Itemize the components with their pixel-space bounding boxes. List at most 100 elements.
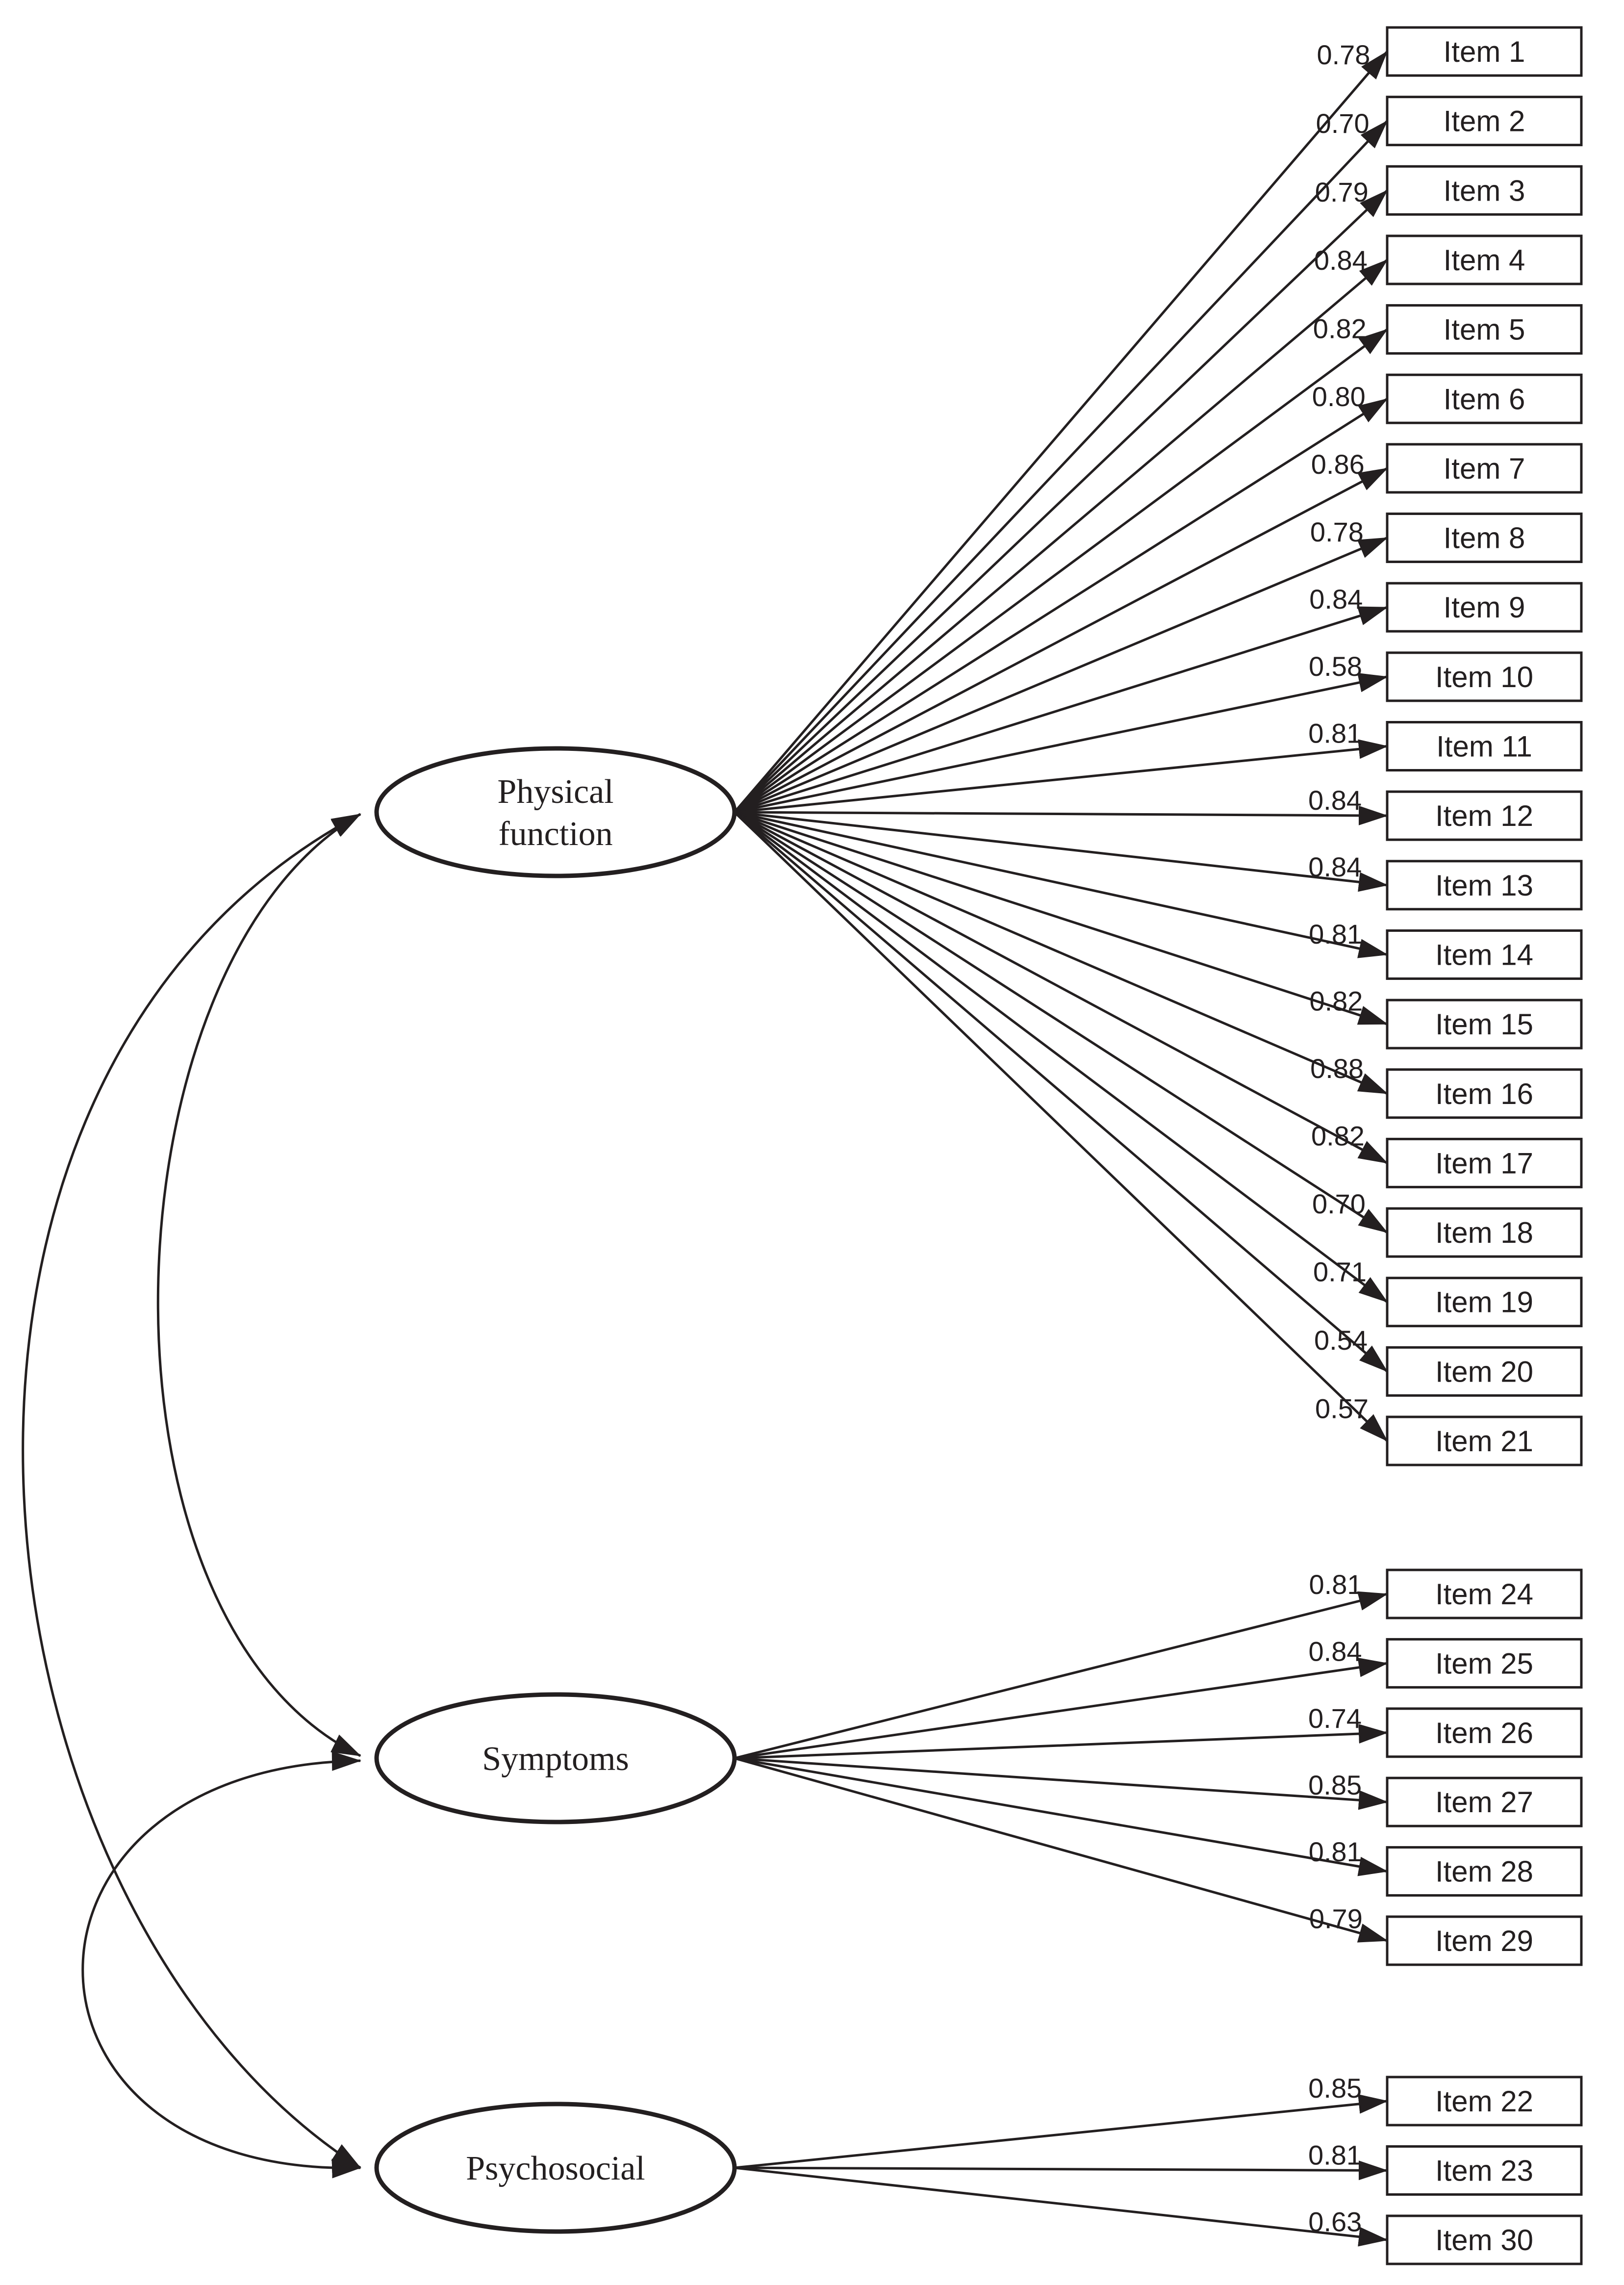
- item-box-item-13: Item 13: [1386, 860, 1583, 911]
- loading-value-item-18: 0.70: [1312, 1188, 1366, 1219]
- item-label: Item 20: [1435, 1355, 1533, 1388]
- correlation-arc-pf-sy: [156, 813, 361, 1757]
- loading-path-item-23: [734, 2160, 1388, 2181]
- loading-path-item-30: [734, 2166, 1388, 2247]
- loading-path-item-17: [734, 811, 1388, 1164]
- item-box-item-6: Item 6: [1386, 373, 1583, 424]
- loading-path-item-19: [734, 811, 1388, 1303]
- item-box-outline: [1386, 999, 1583, 1050]
- item-box-outline: [1386, 234, 1583, 285]
- loading-path-item-22: [734, 2094, 1388, 2169]
- item-box-item-24: Item 24: [1386, 1568, 1583, 1619]
- item-label: Item 13: [1435, 869, 1533, 902]
- item-box-outline: [1386, 2145, 1583, 2196]
- item-label: Item 19: [1435, 1286, 1533, 1319]
- item-label: Item 1: [1444, 35, 1525, 68]
- loading-path-item-18: [734, 811, 1388, 1234]
- loading-value-item-21: 0.57: [1315, 1393, 1369, 1424]
- loading-path-item-14: [734, 811, 1388, 958]
- factor-label: function: [498, 815, 612, 853]
- item-box-item-4: Item 4: [1386, 234, 1583, 285]
- item-label: Item 21: [1435, 1425, 1533, 1458]
- loading-value-item-12: 0.84: [1308, 785, 1362, 816]
- item-box-outline: [1386, 1415, 1583, 1466]
- loading-value-item-8: 0.78: [1310, 516, 1364, 547]
- item-box-outline: [1386, 860, 1583, 911]
- item-box-item-26: Item 26: [1386, 1707, 1583, 1758]
- item-label: Item 26: [1435, 1717, 1533, 1749]
- item-box-outline: [1386, 1707, 1583, 1758]
- item-label: Item 17: [1435, 1147, 1533, 1180]
- loading-value-item-16: 0.88: [1310, 1053, 1364, 1084]
- item-label: Item 7: [1444, 452, 1525, 485]
- loading-value-item-27: 0.85: [1308, 1770, 1362, 1800]
- item-box-item-28: Item 28: [1386, 1846, 1583, 1897]
- item-box-outline: [1386, 1915, 1583, 1966]
- item-box-outline: [1386, 1776, 1583, 1827]
- item-label: Item 9: [1444, 591, 1525, 624]
- loading-value-item-17: 0.82: [1311, 1121, 1365, 1152]
- loading-path-item-9: [734, 606, 1388, 814]
- item-box-outline: [1386, 26, 1583, 77]
- factor-psychosocial: Psychosocial: [374, 2102, 737, 2234]
- loading-path-item-1: [734, 51, 1388, 813]
- item-box-outline: [1386, 513, 1583, 564]
- loading-path-item-15: [734, 811, 1388, 1026]
- loading-path-item-26: [734, 1724, 1388, 1760]
- item-label: Item 6: [1444, 383, 1525, 415]
- item-box-outline: [1386, 96, 1583, 147]
- item-box-item-12: Item 12: [1386, 790, 1583, 841]
- item-box-item-14: Item 14: [1386, 929, 1583, 980]
- loading-path-item-6: [734, 398, 1388, 814]
- loading-path-item-20: [734, 811, 1388, 1373]
- loading-value-item-26: 0.74: [1308, 1703, 1362, 1734]
- item-label: Item 4: [1444, 244, 1525, 277]
- loading-value-item-11: 0.81: [1308, 718, 1362, 749]
- item-label: Item 27: [1435, 1786, 1533, 1819]
- item-box-outline: [1386, 1846, 1583, 1897]
- loading-value-item-6: 0.80: [1312, 381, 1366, 412]
- loading-path-item-8: [734, 537, 1388, 814]
- item-label: Item 18: [1435, 1216, 1533, 1249]
- factor-label: Physical: [497, 773, 613, 811]
- loading-path-item-4: [734, 259, 1388, 813]
- item-label: Item 11: [1436, 730, 1532, 763]
- item-box-outline: [1386, 721, 1583, 771]
- item-box-outline: [1386, 2214, 1583, 2265]
- loading-value-item-24: 0.81: [1309, 1569, 1363, 1600]
- loading-path-item-29: [734, 1757, 1388, 1943]
- item-box-item-29: Item 29: [1386, 1915, 1583, 1966]
- loading-value-item-2: 0.70: [1316, 108, 1370, 139]
- loading-path-item-12: [734, 805, 1388, 825]
- factor-ellipse: [374, 746, 737, 878]
- item-label: Item 3: [1444, 174, 1525, 207]
- loading-path-item-2: [734, 120, 1388, 813]
- loading-value-item-30: 0.63: [1308, 2207, 1362, 2237]
- item-label: Item 30: [1435, 2224, 1533, 2257]
- item-box-outline: [1386, 304, 1583, 355]
- item-label: Item 16: [1435, 1078, 1533, 1110]
- loading-value-item-13: 0.84: [1308, 851, 1362, 882]
- item-box-item-15: Item 15: [1386, 999, 1583, 1050]
- item-label: Item 14: [1435, 938, 1533, 971]
- item-box-item-9: Item 9: [1386, 582, 1583, 633]
- item-box-outline: [1386, 373, 1583, 424]
- factor-ellipse: [374, 2102, 737, 2234]
- loading-path-item-3: [734, 189, 1388, 813]
- loading-path-item-16: [734, 811, 1388, 1095]
- loading-value-item-10: 0.58: [1309, 651, 1362, 682]
- item-box-outline: [1386, 1068, 1583, 1119]
- loading-path-item-27: [734, 1757, 1388, 1810]
- item-label: Item 23: [1435, 2155, 1533, 2187]
- factor-ellipse: [374, 1692, 737, 1824]
- item-box-item-19: Item 19: [1386, 1277, 1583, 1328]
- factor-label: Psychosocial: [466, 2150, 645, 2187]
- item-box-outline: [1386, 790, 1583, 841]
- loading-value-item-28: 0.81: [1309, 1836, 1362, 1867]
- loading-path-item-21: [734, 811, 1388, 1442]
- correlation-arc-sy-ps: [81, 1751, 361, 2179]
- item-box-outline: [1386, 1638, 1583, 1689]
- item-box-item-30: Item 30: [1386, 2214, 1583, 2265]
